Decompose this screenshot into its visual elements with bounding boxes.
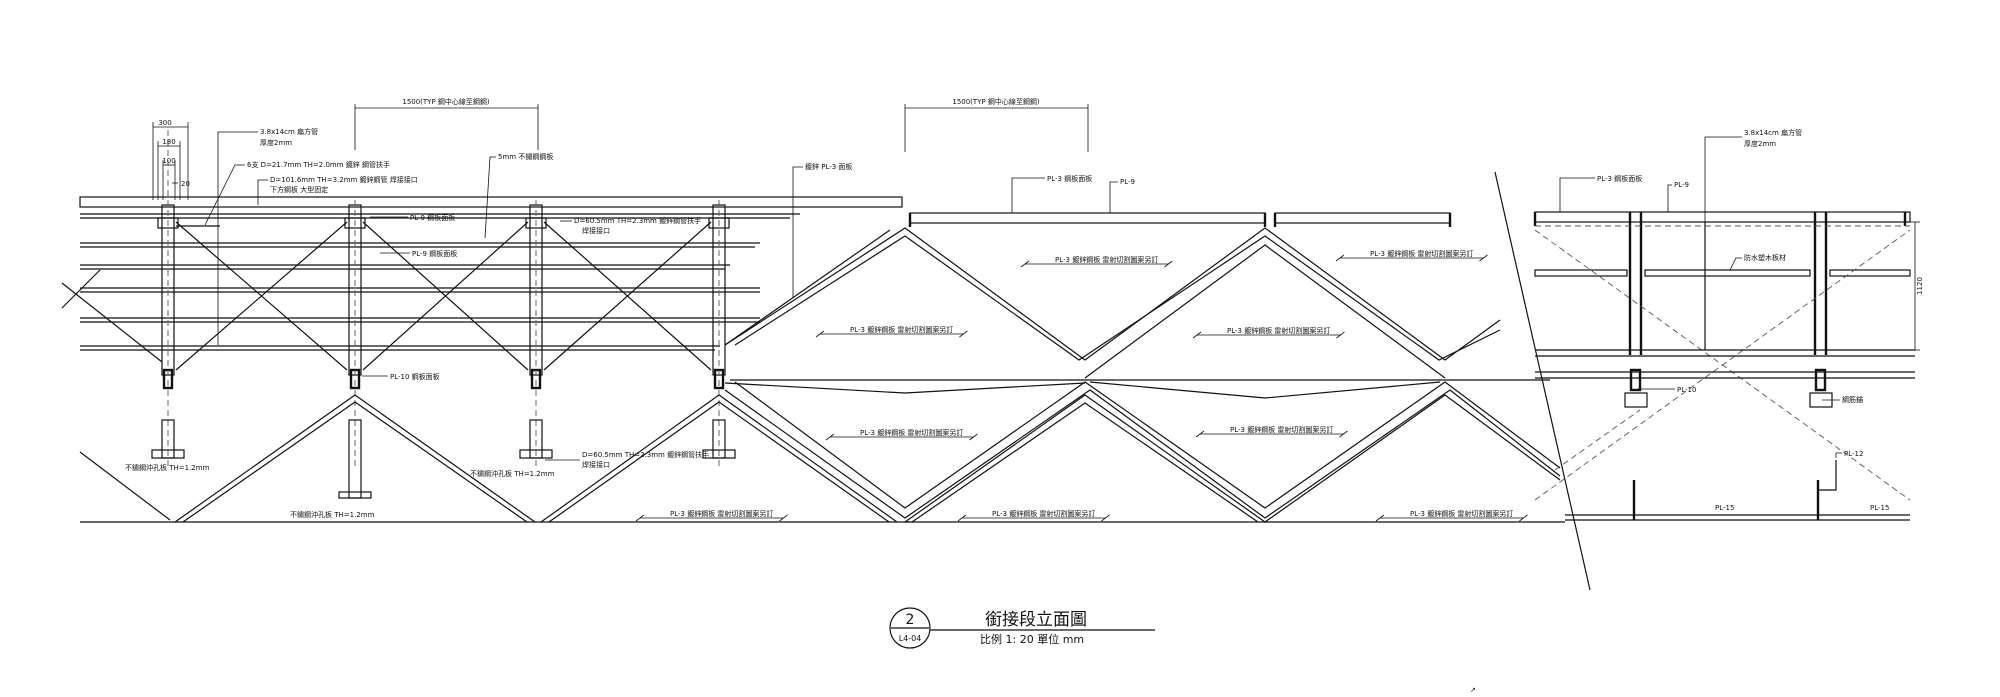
rail-segment-right (1534, 211, 1911, 223)
label-rail-spec-2: 厚度2mm (260, 138, 292, 147)
label-pipe-d605-top: D=60.5mm TH=2.3mm 鍍鋅鋼管扶手 (574, 216, 701, 225)
leader-tick (1195, 430, 1205, 438)
dimensions (152, 104, 1089, 200)
dim-100: 100 (162, 157, 175, 165)
label-pl10-right: PL-10 (1677, 386, 1696, 394)
left-railing-section (61, 130, 910, 523)
label-pipe-d1016: D=101.6mm TH=3.2mm 鍍鋅鋼管 焊接接口 (270, 175, 418, 184)
rail-segment (909, 212, 1266, 224)
drawing-title: 銜接段立面圖 (985, 610, 1087, 630)
label-ss-holes-a: 不鏽鋼沖孔板 TH=1.2mm (125, 463, 210, 472)
panel-note-7: PL-3 鍍鋅鋼板 雷射切割圖案另訂 (670, 509, 773, 518)
leader-tick (1336, 331, 1345, 339)
wood-slat (1644, 269, 1811, 277)
leader-tick (1335, 254, 1345, 262)
label-pl9-top: PL-9 (1120, 178, 1135, 186)
panel-note-1: PL-3 鍍鋅鋼板 雷射切割圖案另訂 (1055, 255, 1158, 264)
label-pl9-right: PL-9 (1674, 181, 1689, 189)
leader-lines (204, 131, 1842, 461)
label-pipe-d605-bot-2: 焊接接口 (582, 460, 610, 469)
label-pl9-b: PL-9 鋼板面板 (412, 249, 457, 258)
dim-20: 20 (181, 180, 190, 188)
drawing-scale: 比例 1: 20 單位 mm (980, 632, 1084, 646)
label-pl3-top-mid: 鍍鋅 PL-3 面板 (805, 162, 852, 171)
label-pl12: PL-12 (1844, 450, 1863, 458)
right-anchor-1 (1624, 368, 1648, 408)
leader-tick (1101, 514, 1110, 522)
leader-tick (1192, 331, 1202, 339)
label-pl3-top: PL-3 鋼板面板 (1047, 174, 1092, 183)
label-pl10: PL-10 鋼板面板 (390, 372, 440, 381)
dim-span-left: 1500(TYP 鋼中心線至鋼鋼) (402, 97, 490, 106)
label-rail-spec-right-2: 厚度2mm (1744, 139, 1776, 148)
detail-number: 2 (906, 612, 915, 628)
wood-slat (1534, 269, 1628, 277)
panel-note-5: PL-3 鍍鋅鋼板 雷射切割圖案另訂 (860, 428, 963, 437)
rail-segment (1274, 212, 1451, 224)
label-ss-5mm: 5mm 不鏽鋼鋼板 (498, 152, 553, 161)
leader-tick (1339, 430, 1348, 438)
leader-tick (969, 433, 978, 441)
x-bracing (61, 221, 712, 371)
leader-tick (1479, 254, 1488, 262)
sheet-ref: L4-04 (899, 634, 922, 643)
label-rail-spec: 3.8x14cm 扁方管 (260, 127, 318, 136)
leader-tick (815, 330, 825, 338)
dim-height-right: 1120 (1916, 277, 1924, 295)
label-pl3-right: PL-3 鋼板面板 (1597, 174, 1642, 183)
panel-note-4: PL-3 鍍鋅鋼板 雷射切割圖案另訂 (1227, 326, 1330, 335)
title-block (889, 607, 1155, 649)
label-pipe-d217: 6支 D=21.7mm TH=2.0mm 鍍鋅 鋼管扶手 (247, 160, 390, 169)
break-line (1494, 171, 1591, 591)
footing-stubs (151, 419, 736, 499)
panel-note-3: PL-3 鍍鋅鋼板 雷射切割圖案另訂 (850, 325, 953, 334)
leader-tick (779, 514, 788, 522)
dim-300: 300 (158, 119, 171, 127)
dim-180: 180 (162, 138, 175, 146)
leader-tick (825, 433, 835, 441)
leader-tick (1164, 260, 1173, 268)
label-pipe-d1016-2: 下方鋼板 大型固定 (270, 185, 328, 194)
leader-tick (635, 514, 645, 522)
leader-tick (1020, 260, 1030, 268)
panel-note-6: PL-3 鍍鋅鋼板 雷射切割圖案另訂 (1230, 425, 1333, 434)
label-pipe-d605-top-2: 焊接接口 (582, 226, 610, 235)
label-ss-holes-b: 不鏽鋼沖孔板 TH=1.2mm (290, 510, 375, 519)
right-post-1 (1628, 212, 1643, 355)
label-pl9-a: PL-9 鋼板面板 (410, 213, 455, 222)
label-rail-spec-right: 3.8x14cm 扁方管 (1744, 128, 1802, 137)
leader-tick (1375, 514, 1385, 522)
middle-diamond-section (724, 212, 1565, 523)
right-anchor-2 (1809, 368, 1833, 408)
panel-note-8: PL-3 鍍鋅鋼板 雷射切割圖案另訂 (992, 509, 1095, 518)
panel-note-2: PL-3 鍍鋅鋼板 雷射切割圖案另訂 (1370, 249, 1473, 258)
label-ss-holes-c: 不鏽鋼沖孔板 TH=1.2mm (470, 469, 555, 478)
dim-span-mid: 1500(TYP 鋼中心線至鋼鋼) (952, 97, 1040, 106)
leader-tick (1519, 514, 1528, 522)
label-pipe-d605-bot: D=60.5mm TH=2.3mm 鍍鋅鋼管扶手 (582, 450, 709, 459)
panel-note-9: PL-3 鍍鋅鋼板 雷射切割圖案另訂 (1410, 509, 1513, 518)
label-wood: 防水塑木板材 (1744, 253, 1786, 262)
detail-bubble (889, 607, 931, 649)
lower-diamond-panel-left (79, 394, 910, 523)
label-pl15-a: PL-15 (1715, 504, 1734, 512)
top-handrail (79, 196, 903, 208)
leader-tick (959, 330, 968, 338)
corner-mark: ↗ (1470, 686, 1476, 693)
right-boardwalk-section (1494, 171, 1920, 591)
label-anchor: 鋼筋錨 (1842, 395, 1863, 404)
right-post-2 (1813, 212, 1828, 355)
leader-tick (957, 514, 967, 522)
label-pl15-b: PL-15 (1870, 504, 1889, 512)
wood-slat (1829, 269, 1911, 277)
